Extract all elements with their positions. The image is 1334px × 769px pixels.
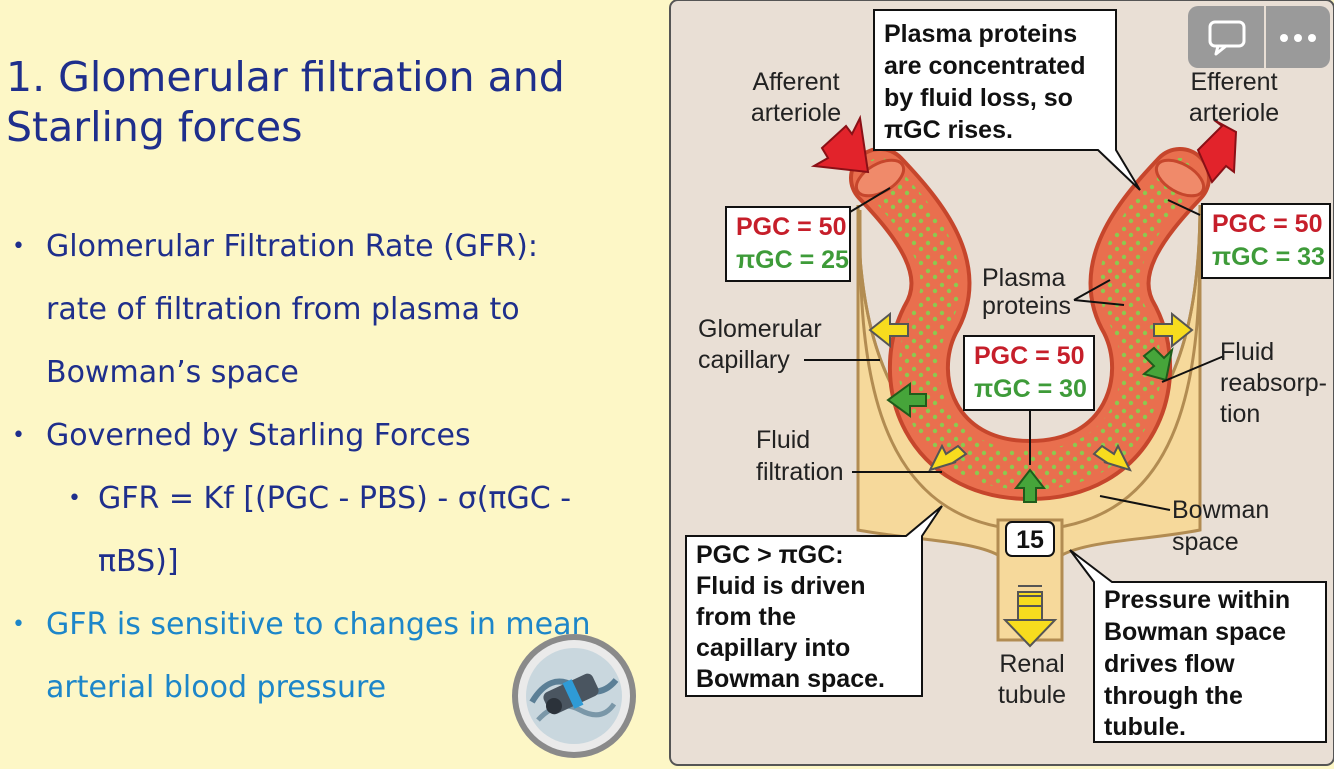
bullet-dot: • <box>12 612 25 637</box>
left-p-value: PGC = 50 <box>736 213 846 241</box>
callout-top-box <box>873 9 1141 191</box>
reabsorption-label-2: reabsorp- <box>1220 369 1327 397</box>
callout-top-line4: πGC rises. <box>884 116 1013 144</box>
gfr-equation: GFR = Kf [(PGC - PBS) - σ(πGC - πBS)] <box>98 481 572 579</box>
afferent-label-2: arteriole <box>751 99 841 127</box>
center-pi-value: πGC = 30 <box>974 375 1087 403</box>
bullet-dot: • <box>68 486 81 511</box>
pbs-value: 15 <box>1016 526 1044 554</box>
plasma-label-2: proteins <box>982 292 1071 320</box>
bullet-gfr: • Glomerular Filtration Rate (GFR): rate… <box>12 215 657 404</box>
callout-bl-line5: Bowman space. <box>696 665 885 693</box>
chat-icon <box>1208 20 1246 56</box>
more-icon <box>1280 34 1316 42</box>
efferent-label-2: arteriole <box>1189 99 1279 127</box>
bowman-label-1: Bowman <box>1172 496 1269 524</box>
efferent-arrow-icon <box>1196 119 1238 184</box>
app-logo-icon[interactable] <box>510 632 638 760</box>
reabsorption-label-3: tion <box>1220 400 1260 428</box>
callout-top-line3: by fluid loss, so <box>884 84 1073 112</box>
chat-button[interactable] <box>1188 6 1264 68</box>
callout-top-line2: are concentrated <box>884 52 1085 80</box>
callout-br-line5: tubule. <box>1104 713 1186 741</box>
afferent-arrow-icon <box>810 114 870 174</box>
filtration-arrow-icon <box>1092 443 1132 472</box>
slide-title: 1. Glomerular filtration and Starling fo… <box>6 52 565 152</box>
left-pressure-box <box>725 206 851 282</box>
reabsorption-arrow-icon <box>1141 346 1174 382</box>
bullet-gfr-line2: rate of filtration from plasma to <box>46 292 520 327</box>
glomerular-label-2: capillary <box>698 346 790 374</box>
right-p-value: PGC = 50 <box>1212 210 1322 238</box>
bullet-gfr-line3: Bowman’s space <box>46 355 299 390</box>
fluid-filtration-label-2: filtration <box>756 458 844 486</box>
fluid-filtration-label-1: Fluid <box>756 426 810 454</box>
right-pressure-box <box>1201 203 1331 279</box>
title-line-2: Starling forces <box>6 103 303 151</box>
callout-br-line2: Bowman space <box>1104 618 1286 646</box>
renal-label-1: Renal <box>999 650 1064 678</box>
callout-br-line1: Pressure within <box>1104 586 1290 614</box>
bullet-list: • Glomerular Filtration Rate (GFR): rate… <box>12 215 657 719</box>
pbs-value-box <box>1005 521 1055 557</box>
callout-bl-line1: PGC > πGC: <box>696 541 844 569</box>
bullet-sensitive: • GFR is sensitive to changes in mean ar… <box>12 593 657 719</box>
bullet-dot: • <box>12 423 25 448</box>
callout-bottom-right-box <box>1069 549 1327 743</box>
right-pi-value: πGC = 33 <box>1212 243 1325 271</box>
renal-label-2: tubule <box>998 681 1066 709</box>
reabsorption-arrow-icon <box>1013 468 1047 503</box>
center-p-value: PGC = 50 <box>974 342 1084 370</box>
filtration-arrow-icon <box>928 443 968 472</box>
bullet-equation: • GFR = Kf [(PGC - PBS) - σ(πGC - πBS)] <box>12 467 657 593</box>
more-options-button[interactable] <box>1266 6 1330 68</box>
callout-br-line3: drives flow <box>1104 650 1235 678</box>
callout-br-line4: through the <box>1104 682 1243 710</box>
callout-bl-line3: from the <box>696 603 796 631</box>
bullet-starling: • Governed by Starling Forces <box>12 404 657 467</box>
bullet-dot: • <box>12 234 25 259</box>
glomerular-label-1: Glomerular <box>698 315 822 343</box>
reabsorption-label-1: Fluid <box>1220 338 1274 366</box>
callout-top-line1: Plasma proteins <box>884 20 1077 48</box>
tubule-flow-lines <box>1018 585 1042 607</box>
filtration-arrow-icon <box>868 311 909 349</box>
bullet-gfr-line1: Glomerular Filtration Rate (GFR): <box>46 229 538 264</box>
callout-bottom-left-box <box>685 505 943 697</box>
center-pressure-box <box>963 335 1095 411</box>
reabsorption-arrow-icon <box>886 382 927 418</box>
bullet-starling-text: Governed by Starling Forces <box>46 418 471 453</box>
bullet-sensitive-line1: GFR is sensitive to changes in mean <box>46 607 591 642</box>
bullet-sensitive-line2: arterial blood pressure <box>46 670 387 705</box>
callout-bl-line2: Fluid is driven <box>696 572 865 600</box>
filtration-arrow-icon <box>1153 311 1194 349</box>
title-line-1: 1. Glomerular filtration and <box>6 53 565 101</box>
afferent-label-1: Afferent <box>752 68 839 96</box>
bowman-label-2: space <box>1172 528 1239 556</box>
left-pi-value: πGC = 25 <box>736 246 849 274</box>
efferent-label-1: Efferent <box>1190 68 1277 96</box>
glomerulus-diagram: Afferent arteriole Efferent arteriole Pl… <box>669 0 1334 766</box>
plasma-label-1: Plasma <box>982 264 1065 292</box>
callout-bl-line4: capillary into <box>696 634 850 662</box>
tubule-flow-arrow-icon <box>1002 591 1058 648</box>
